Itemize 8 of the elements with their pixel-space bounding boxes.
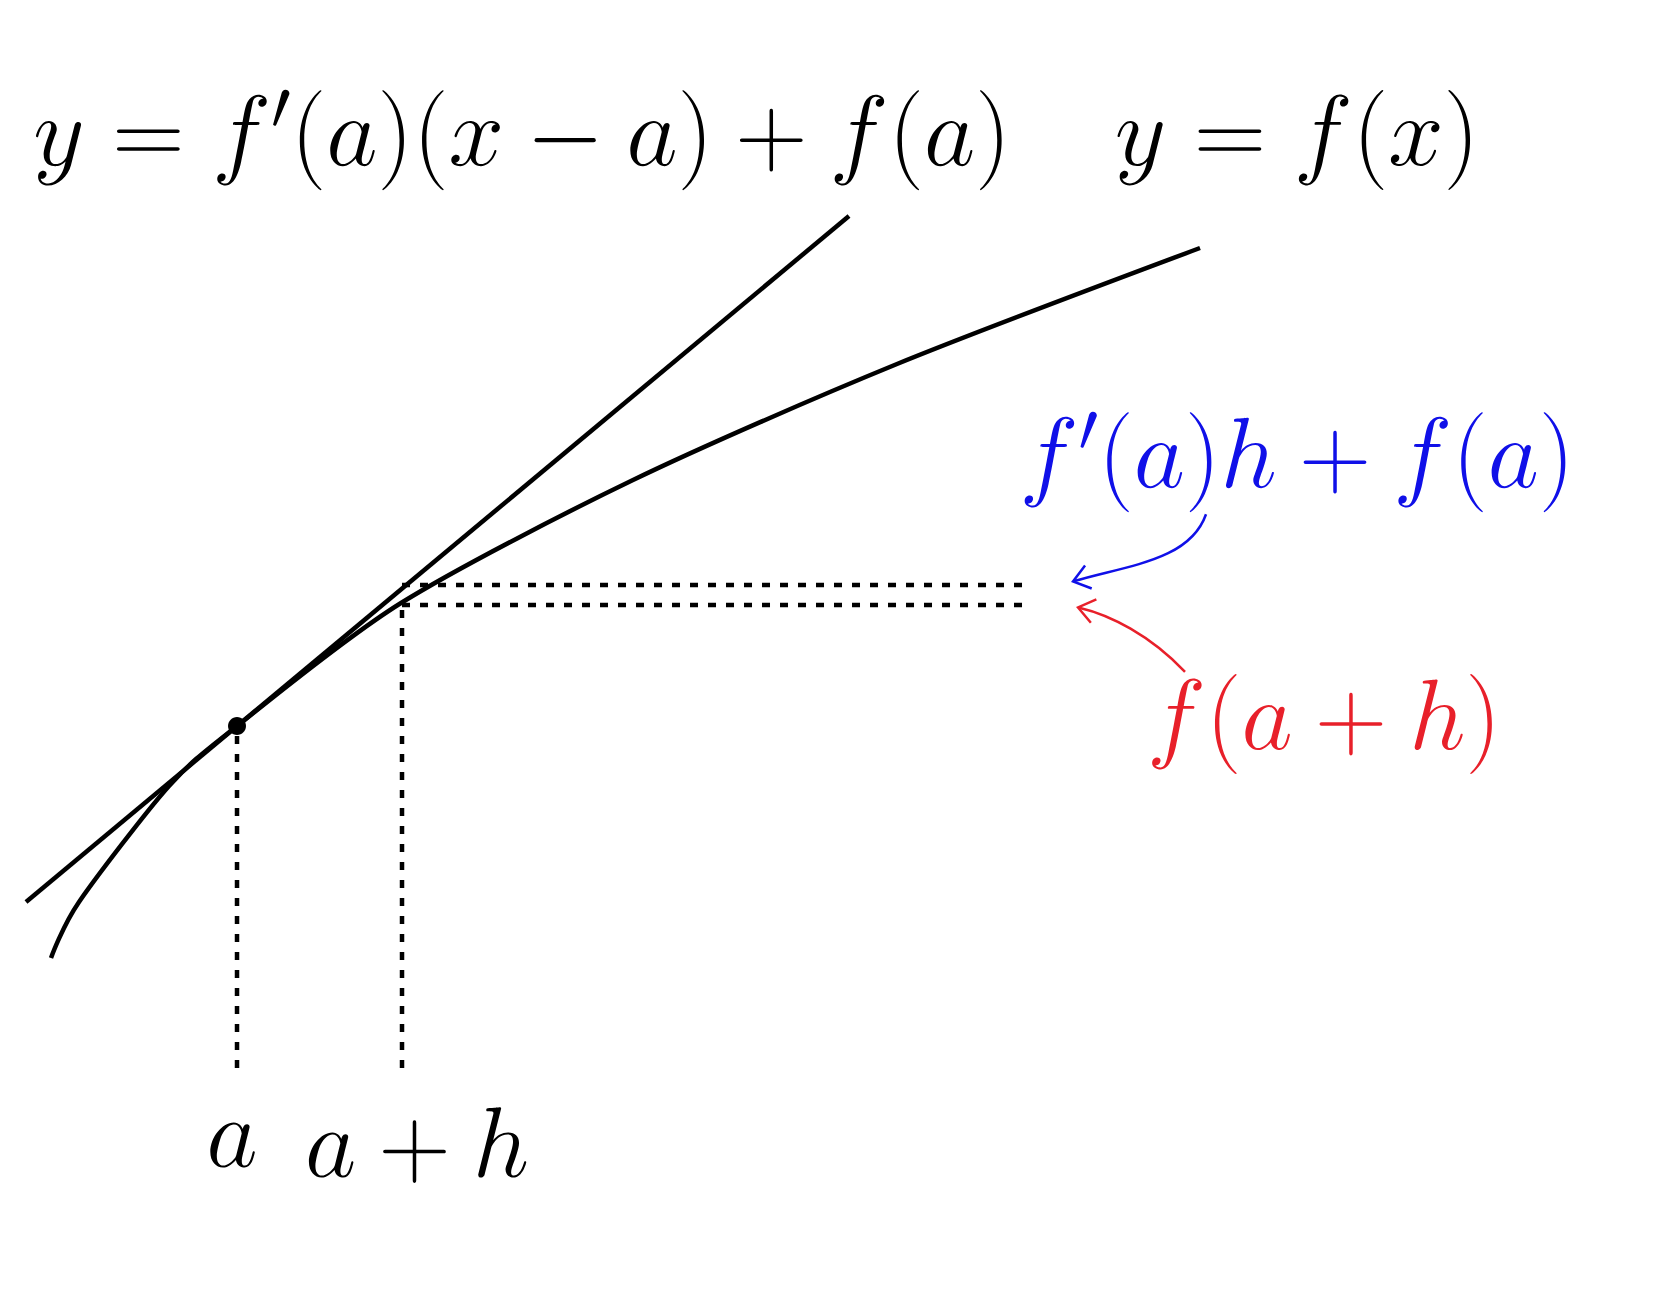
tick-label: $a + h$ [308, 1107, 527, 1183]
arrow [1071, 513, 1208, 590]
arrow [1076, 598, 1186, 673]
formula-label: $f'(a)h + f(a)$ [1024, 411, 1566, 513]
equation-label: $y = f(x)$ [1117, 90, 1471, 190]
formula-label: $f(a + h)$ [1152, 674, 1492, 774]
equation-label: $y = f'(a)(x - a) + f(a)$ [35, 89, 1002, 191]
tick-label: $a$ [210, 1122, 255, 1168]
